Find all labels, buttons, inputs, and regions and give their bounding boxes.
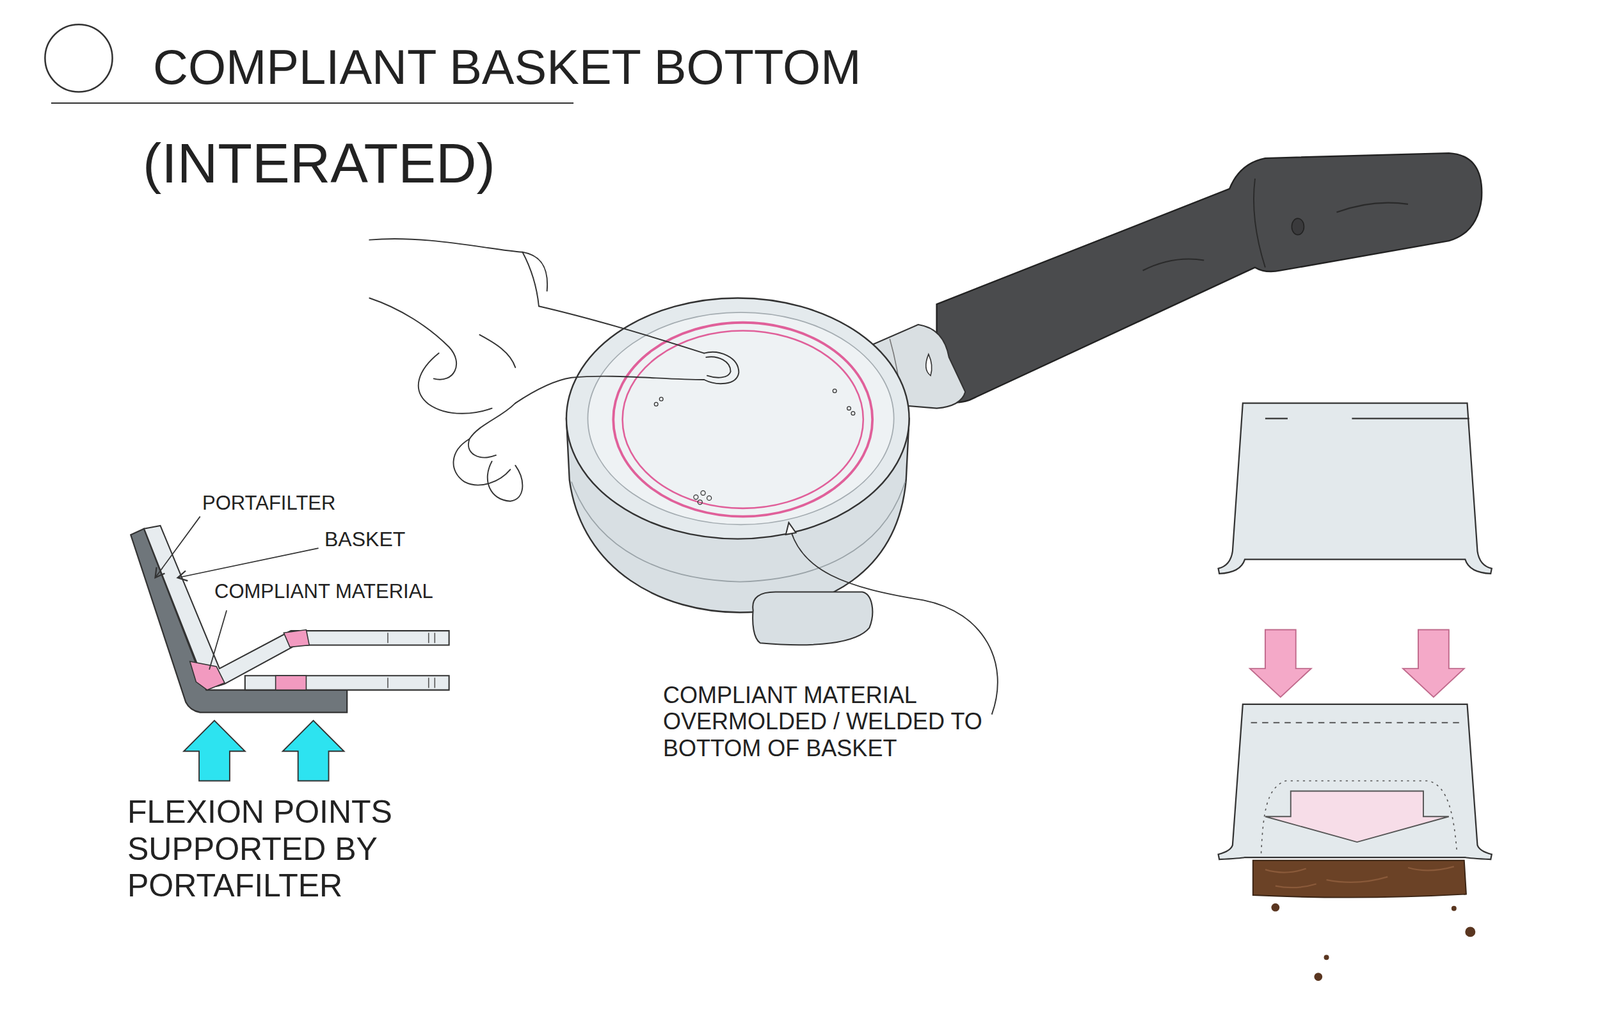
up-arrow (183, 720, 246, 781)
part-label: BASKET (324, 527, 406, 552)
part-label: PORTAFILTER (202, 491, 336, 515)
callout-text: COMPLIANT MATERIAL OVERMOLDED / WELDED T… (663, 681, 988, 761)
title-underline (51, 102, 574, 104)
check-circle (44, 24, 112, 92)
basket-tamped (1218, 704, 1492, 981)
down-arrow (1249, 629, 1312, 697)
cross-section (130, 525, 449, 713)
up-arrow (282, 720, 345, 781)
basket-profile (1218, 403, 1492, 574)
portafilter-body (566, 297, 910, 645)
leader-line (177, 547, 319, 578)
hand-sketch (369, 238, 739, 502)
revision-note: (INTERATED) (142, 130, 496, 196)
down-arrow (1402, 629, 1465, 697)
note-text: FLEXION POINTS SUPPORTED BY PORTAFILTER (127, 793, 464, 905)
diagram-title: COMPLIANT BASKET BOTTOM (152, 39, 861, 95)
part-label: COMPLIANT MATERIAL (214, 579, 434, 603)
portafilter-handle (855, 152, 1482, 409)
leader-line (155, 516, 201, 578)
leader-line (209, 609, 227, 669)
